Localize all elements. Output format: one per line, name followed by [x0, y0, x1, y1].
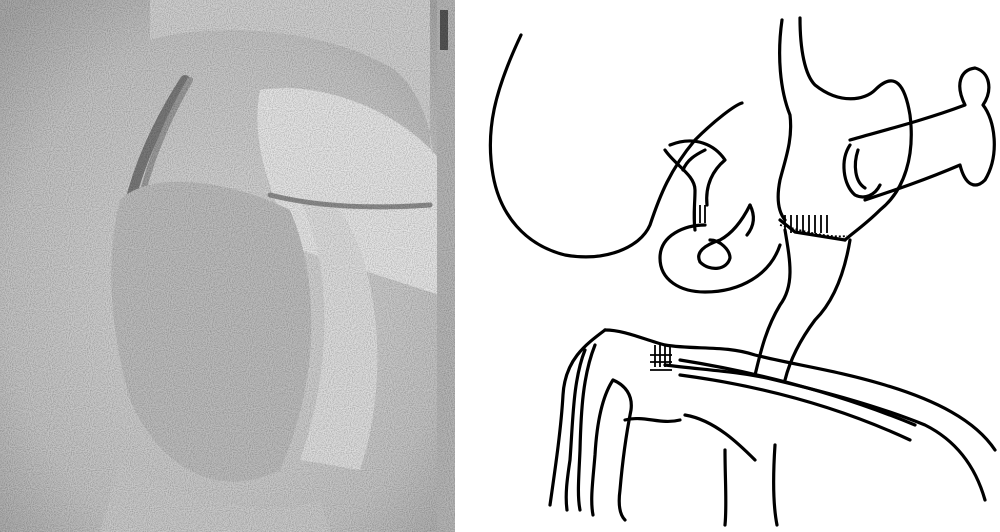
surgical-photo [0, 0, 455, 532]
drawing-panel [455, 0, 1000, 532]
bile-duct [670, 141, 725, 205]
jejunal-loop [660, 225, 780, 292]
photo-panel [0, 0, 455, 532]
stomach-outline [778, 20, 791, 220]
descending-limb [755, 230, 790, 375]
anastomosis-diagram [455, 0, 1000, 532]
transverse-colon [665, 345, 995, 450]
pancreas-outline [850, 68, 994, 200]
